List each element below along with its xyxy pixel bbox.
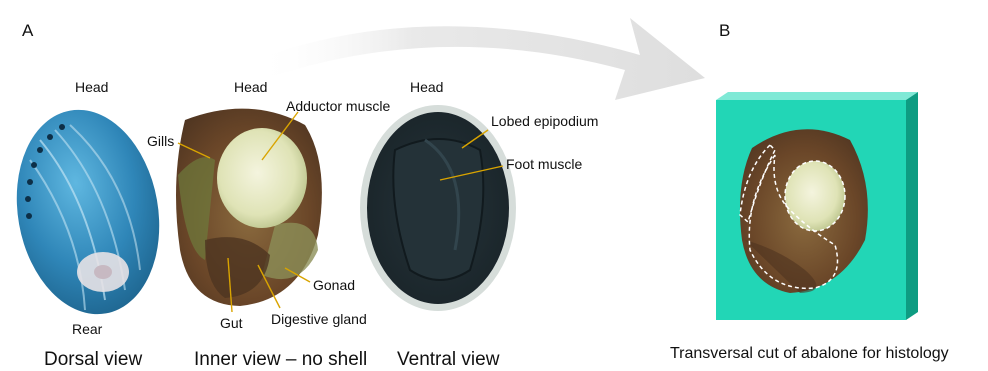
label-head-ventral: Head [410,80,443,94]
label-lobed-epipodium: Lobed epipodium [491,114,598,128]
histology-block [716,92,918,320]
caption-ventral-view: Ventral view [397,350,499,369]
label-gills: Gills [147,134,174,148]
caption-histology: Transversal cut of abalone for histology [670,346,949,362]
label-head-inner: Head [234,80,267,94]
label-gonad: Gonad [313,278,355,292]
label-rear-dorsal: Rear [72,322,102,336]
caption-dorsal-view: Dorsal view [44,350,142,369]
label-digestive-gland: Digestive gland [271,312,367,326]
ventral-view-image [360,105,516,311]
transition-arrow [255,18,705,100]
caption-inner-view: Inner view – no shell [194,350,367,369]
panel-label-a: A [22,22,33,39]
label-gut: Gut [220,316,243,330]
panel-label-b: B [719,22,730,39]
label-head-dorsal: Head [75,80,108,94]
label-adductor-muscle: Adductor muscle [286,99,390,113]
label-foot-muscle: Foot muscle [506,157,582,171]
